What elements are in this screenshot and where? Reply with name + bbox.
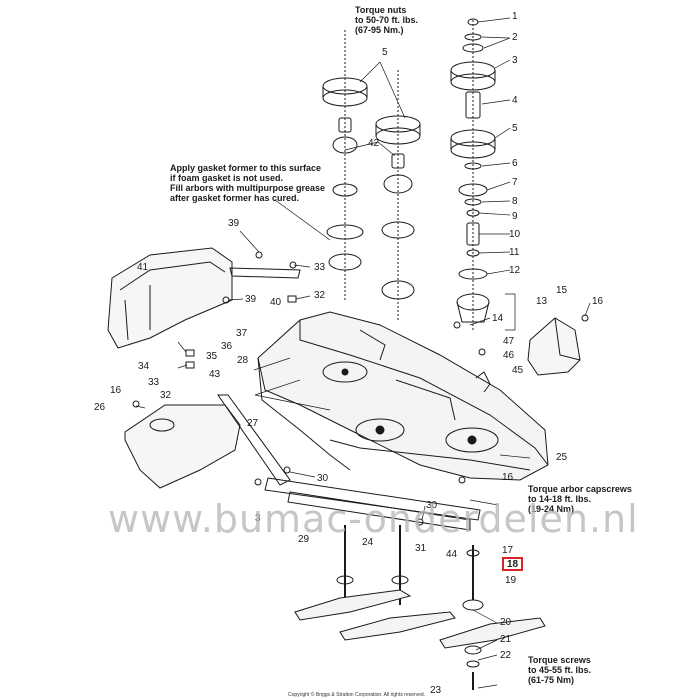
baffles-and-rails <box>217 267 481 531</box>
callout-4: 4 <box>512 95 518 106</box>
gasket-note: Apply gasket former to this surface if f… <box>170 163 326 203</box>
callout-28: 28 <box>237 355 249 366</box>
torque-screws-note: Torque screws to 45-55 ft. lbs. (61-75 N… <box>528 655 592 685</box>
callout-33-bottom: 33 <box>148 377 160 388</box>
leader-lines <box>135 17 591 689</box>
callout-41: 41 <box>137 262 149 273</box>
callout-7: 7 <box>512 177 518 188</box>
callout-27: 27 <box>247 418 259 429</box>
callout-29: 29 <box>298 534 310 545</box>
callout-40: 40 <box>270 297 282 308</box>
callout-30-left: 30 <box>317 473 329 484</box>
callout-5-upper: 5 <box>382 47 388 58</box>
callout-35: 35 <box>206 351 218 362</box>
callout-17: 17 <box>502 545 514 556</box>
callout-5: 5 <box>512 123 518 134</box>
callout-8: 8 <box>512 196 518 207</box>
callout-37: 37 <box>236 328 248 339</box>
callout-9: 9 <box>512 211 518 222</box>
callout-39-bottom: 39 <box>245 294 257 305</box>
callout-32-top: 32 <box>314 290 326 301</box>
mower-deck <box>257 311 549 481</box>
callout-16-left: 16 <box>110 385 122 396</box>
callout-16-deck: 16 <box>502 472 514 483</box>
callout-21: 21 <box>500 634 512 645</box>
callout-39-top: 39 <box>228 218 240 229</box>
highlighted-callout-18: 18 <box>502 557 523 571</box>
callout-47: 47 <box>503 336 515 347</box>
callout-43: 43 <box>209 369 221 380</box>
callout-16-right: 16 <box>592 296 604 307</box>
callout-33-top: 33 <box>314 262 326 273</box>
callout-3-lower: 3 <box>255 513 261 524</box>
callout-2: 2 <box>512 32 518 43</box>
callout-44: 44 <box>446 549 458 560</box>
callout-45: 45 <box>512 365 524 376</box>
callout-30-right: 30 <box>426 500 438 511</box>
callout-23: 23 <box>430 685 442 696</box>
callout-32-bottom: 32 <box>160 390 172 401</box>
left-shield <box>124 404 241 489</box>
callout-19: 19 <box>505 575 517 586</box>
callout-6: 6 <box>512 158 518 169</box>
callout-12: 12 <box>509 265 521 276</box>
callout-31: 31 <box>415 543 427 554</box>
right-shield <box>527 317 581 376</box>
watermark-text: www.bumac-onderdelen.nl <box>108 497 639 541</box>
center-spindle-stacks <box>322 30 421 320</box>
callout-11: 11 <box>509 247 520 258</box>
callout-34: 34 <box>138 361 150 372</box>
callout-42: 42 <box>368 138 380 149</box>
callout-15: 15 <box>556 285 568 296</box>
callout-26: 26 <box>94 402 106 413</box>
callout-13: 13 <box>536 296 548 307</box>
callout-22: 22 <box>500 650 512 661</box>
torque-arbor-note: Torque arbor capscrews to 14-18 ft. lbs.… <box>528 484 632 514</box>
belt-cover <box>107 247 233 349</box>
right-spindle-stack <box>450 18 496 330</box>
hardware <box>132 251 589 526</box>
callout-3: 3 <box>512 55 518 66</box>
callout-46: 46 <box>503 350 515 361</box>
callout-1: 1 <box>512 11 518 22</box>
blades-and-arbors <box>294 525 546 690</box>
callout-14: 14 <box>492 313 504 324</box>
callout-25: 25 <box>556 452 568 463</box>
callout-36: 36 <box>221 341 233 352</box>
torque-nuts-note: Torque nuts to 50-70 ft. lbs. (67-95 Nm.… <box>355 5 419 35</box>
callout-10: 10 <box>509 229 521 240</box>
callout-24: 24 <box>362 537 374 548</box>
callout-20: 20 <box>500 617 512 628</box>
copyright-line: Copyright © Briggs & Stratton Corporatio… <box>288 692 426 698</box>
